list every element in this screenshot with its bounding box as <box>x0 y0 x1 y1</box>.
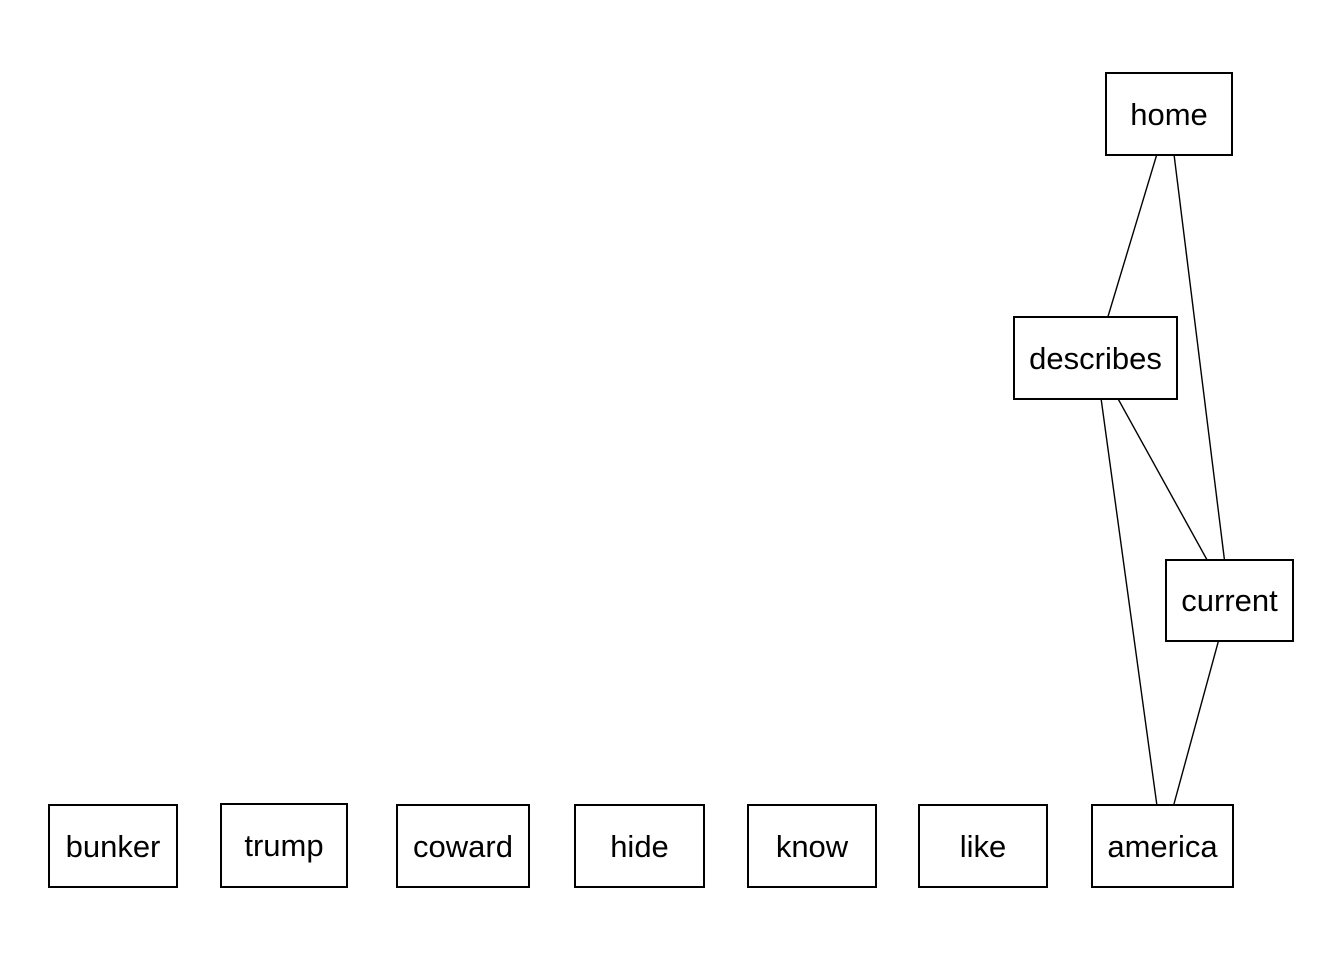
node-label: know <box>775 828 849 864</box>
node-label: coward <box>413 828 513 864</box>
node-coward: coward <box>396 804 530 888</box>
node-hide: hide <box>574 804 705 888</box>
edge-home-current <box>1168 113 1231 601</box>
node-label: trump <box>244 828 324 863</box>
node-label: america <box>1107 828 1218 864</box>
node-label: describes <box>1029 340 1162 376</box>
node-home: home <box>1105 72 1233 156</box>
node-current: current <box>1165 559 1294 642</box>
edge-describes-america <box>1094 357 1164 847</box>
node-bunker: bunker <box>48 804 178 888</box>
node-like: like <box>918 804 1048 888</box>
node-label: home <box>1130 96 1208 132</box>
node-describes: describes <box>1013 316 1178 400</box>
node-label: bunker <box>65 828 161 864</box>
node-trump: trump <box>220 803 348 888</box>
node-label: hide <box>610 828 669 864</box>
node-america: america <box>1091 804 1234 888</box>
node-label: like <box>959 828 1007 864</box>
node-label: current <box>1181 583 1278 618</box>
node-know: know <box>747 804 877 888</box>
